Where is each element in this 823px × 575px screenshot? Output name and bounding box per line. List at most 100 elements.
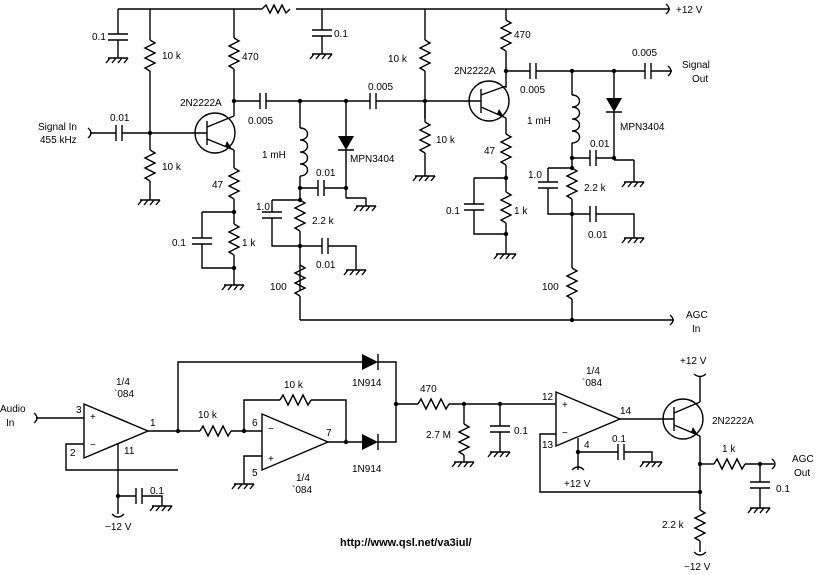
pin7-label: 7: [326, 428, 332, 439]
u2-name-2: `084: [292, 484, 312, 496]
resistor-r5: 10 k: [137, 133, 182, 206]
transistor-q2: 2N2222A: [454, 66, 510, 134]
c3-value: 0.005: [248, 116, 273, 127]
r14-value: 100: [542, 282, 559, 293]
transistor-q3: +12 V 2N2222A: [662, 356, 754, 510]
pin6-label: 6: [252, 418, 258, 429]
svg-text:+: +: [90, 412, 96, 423]
pin5-label: 5: [252, 468, 258, 479]
q1-collector-node: 0.005: [231, 93, 370, 127]
resistor-r4: 470: [499, 9, 531, 88]
svg-text:−: −: [268, 424, 274, 435]
agc-output: 1 k AGC Out 0.1: [700, 444, 814, 514]
c13-value: 1.0: [528, 170, 542, 181]
pin13-label: 13: [542, 440, 554, 451]
r16-value: 10 k: [284, 380, 304, 391]
r11-value: 47: [484, 146, 496, 157]
resistor-r1: 10 k: [143, 9, 182, 133]
agc-in-line2: In: [692, 324, 700, 335]
d3-value: 1N914: [352, 378, 382, 389]
c15-value: 0.1: [150, 486, 164, 497]
agc-out-line2: Out: [794, 468, 810, 479]
supply-p12-a: +12 V: [680, 356, 707, 367]
audio-input: Audio In 3: [0, 404, 84, 429]
pin2-label: 2: [70, 448, 76, 459]
d1-value: MPN3404: [350, 154, 395, 165]
lower-diode-path: 1N914: [352, 401, 399, 475]
source-url: http://www.qsl.net/va3iul/: [340, 537, 472, 549]
supply-label-top: +12 V: [676, 5, 703, 16]
r20-value: 2.2 k: [662, 520, 685, 531]
u3-name-1: 1/4: [586, 366, 600, 377]
signal-input: 0.01 Signal In 455 kHz: [38, 113, 196, 146]
u1-name-1: 1/4: [116, 377, 130, 388]
audio-in-line1: Audio: [0, 404, 26, 415]
r18-value: 2.7 M: [426, 430, 451, 441]
r7-value: 1 k: [242, 238, 256, 249]
r17-value: 470: [420, 384, 437, 395]
signal-in-line1: Signal In: [38, 122, 77, 133]
r8-value: 2.2 k: [312, 216, 335, 227]
c1-value: 0.1: [92, 32, 106, 43]
audio-in-line2: In: [6, 418, 14, 429]
c6-value: 1.0: [256, 202, 270, 213]
c16-value: 0.1: [514, 426, 528, 437]
q1-emitter-network: 47 0.1 1 k: [172, 167, 256, 291]
svg-text:+: +: [268, 454, 274, 465]
opamp-u2: − + 6 5 10 k 7 1/4 `084: [231, 380, 362, 496]
svg-text:−: −: [562, 428, 568, 439]
r19-value: 1 k: [722, 444, 736, 455]
c14-value: 0.01: [588, 230, 608, 241]
tank-network-2: 1 mH 0.01 MPN3404 1.0 2.2 k 0.01 100: [527, 71, 665, 320]
tank-network-1: 1 mH 0.01 MPN3404 1.0 2.2 k 0.01 100: [256, 101, 395, 320]
u1-name-2: `084: [114, 388, 134, 400]
supply-p12-b: +12 V: [564, 479, 591, 490]
r3-value: 10 k: [388, 54, 408, 65]
resistor-r20: 2.2 k −12 V: [662, 509, 711, 573]
transistor-q1: 2N2222A: [180, 98, 236, 168]
q3-type: 2N2222A: [712, 416, 754, 427]
q2-type: 2N2222A: [454, 66, 496, 77]
c4-value: 0.1: [172, 238, 186, 249]
pin1-label: 1: [150, 418, 156, 429]
resistor-r2: 470: [227, 9, 259, 116]
c9-value: 0.1: [446, 206, 460, 217]
svg-text:+: +: [562, 400, 568, 411]
d2-value: MPN3404: [620, 122, 665, 133]
capacitor-c2: 0.1: [309, 9, 348, 60]
c11-value: 0.005: [632, 48, 657, 59]
rc-filter: 470 2.7 M 0.1: [396, 384, 556, 468]
r6-value: 47: [212, 180, 224, 191]
q2-output: 0.005 0.005 Signal Out: [503, 48, 710, 96]
opamp-u3: + − 12 13 14 1/4 `084 4 0.1 +12 V: [539, 366, 700, 493]
r5-value: 10 k: [162, 162, 182, 173]
c10-value: 0.005: [520, 85, 545, 96]
pin11-label: 11: [124, 446, 135, 457]
pin12-label: 12: [542, 392, 554, 403]
agc-in-bus: AGC In: [300, 310, 708, 335]
signal-out-line1: Signal: [682, 60, 710, 71]
supply-m12-a: −12 V: [105, 522, 132, 533]
c18-value: 0.1: [776, 484, 790, 495]
pin3-label: 3: [76, 405, 82, 416]
signal-in-line2: 455 kHz: [40, 135, 77, 146]
u2-name-1: 1/4: [296, 473, 310, 484]
c-in-value: 0.01: [110, 113, 130, 124]
c8-value: 0.005: [368, 82, 393, 93]
signal-out-line2: Out: [692, 74, 708, 85]
coupling-capacitor-c8: 0.005: [368, 82, 470, 109]
c7-value: 0.01: [316, 260, 336, 271]
r15-value: 10 k: [198, 410, 218, 421]
q1-type: 2N2222A: [180, 98, 222, 109]
r2-value: 470: [242, 52, 259, 63]
l1-value: 1 mH: [262, 150, 286, 161]
q2-emitter-network: 47 0.1 1 k: [446, 133, 528, 260]
c17-value: 0.1: [612, 434, 626, 445]
c5-value: 0.01: [316, 168, 336, 179]
r9-value: 100: [270, 282, 287, 293]
c2-value: 0.1: [334, 29, 348, 40]
d4-value: 1N914: [352, 464, 382, 475]
capacitor-c1: 0.1: [92, 9, 129, 64]
